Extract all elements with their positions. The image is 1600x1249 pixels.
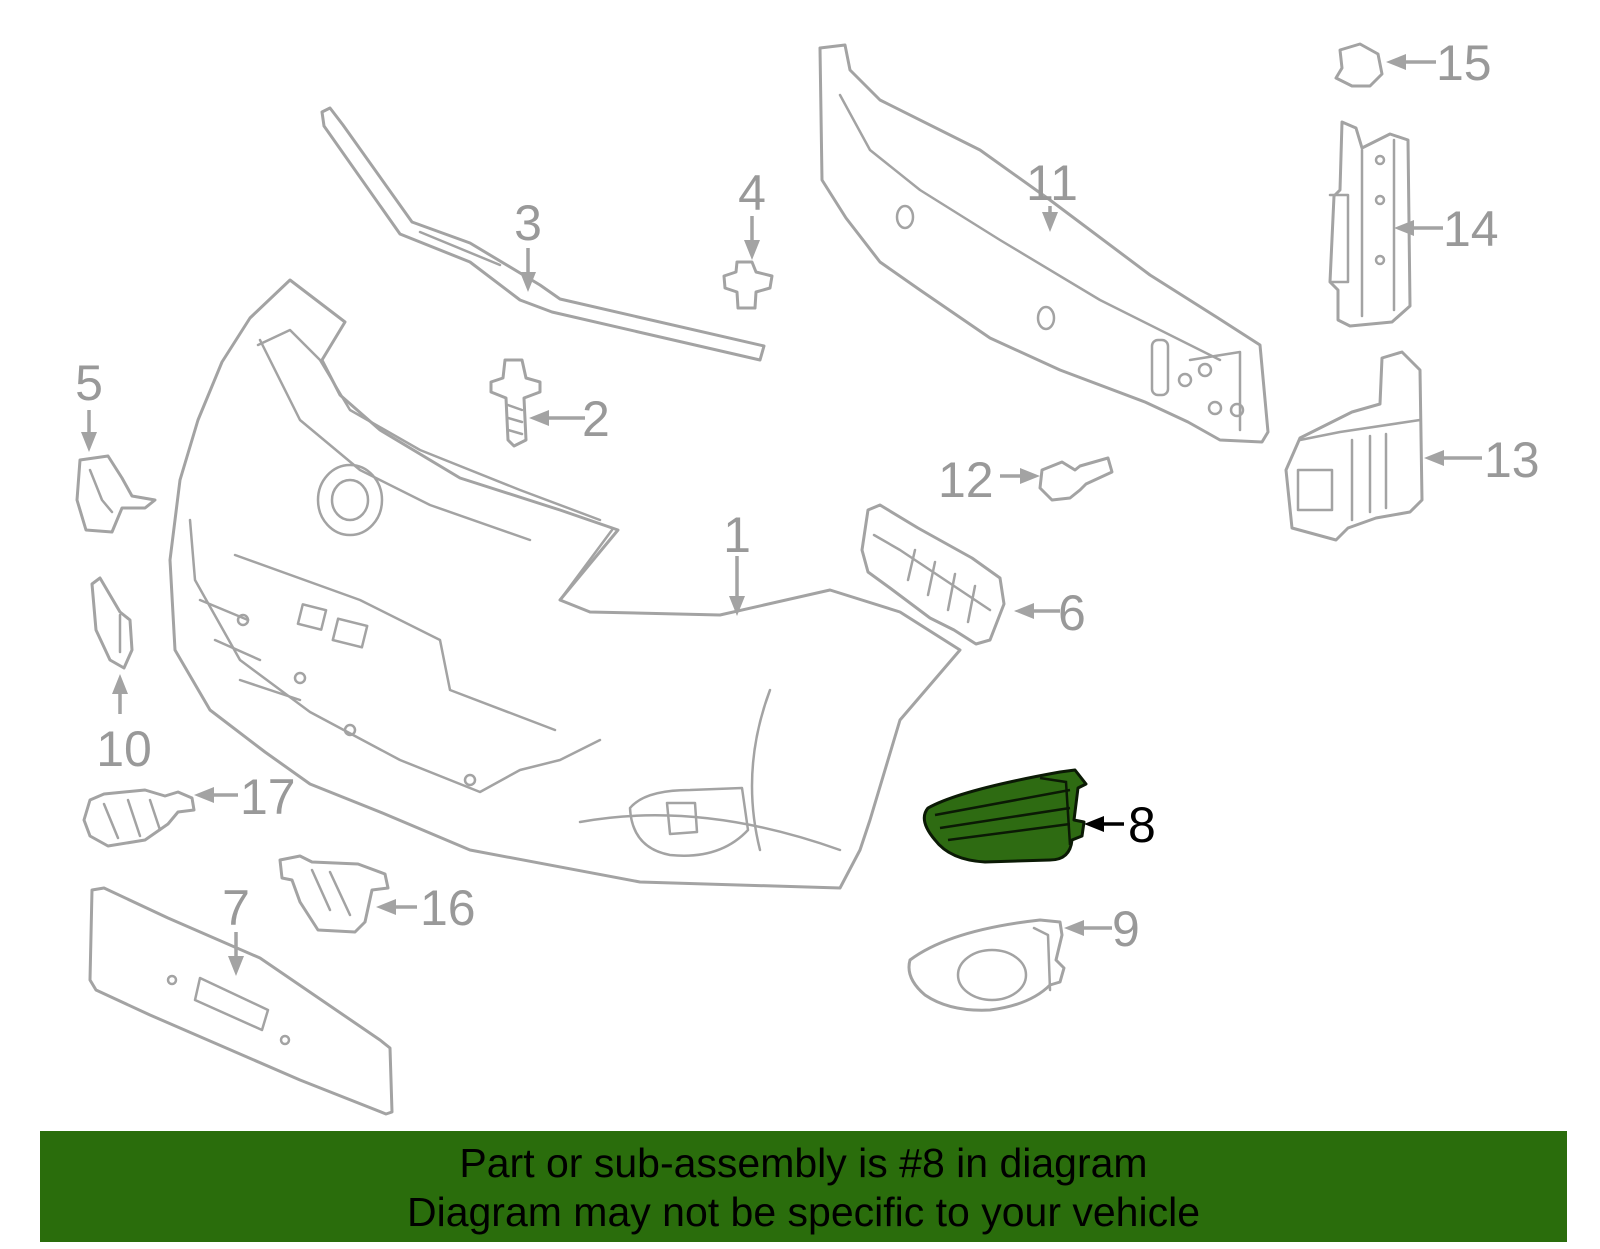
part-10-bracket (90, 576, 134, 670)
part-4-clip (722, 260, 774, 310)
callout-10: 10 (96, 721, 152, 777)
part-7-license-bracket (88, 886, 394, 1116)
callout-2: 2 (582, 391, 610, 447)
part-11-reinforcement (818, 43, 1270, 444)
callout-8: 8 (1128, 797, 1156, 853)
banner-line-1: Part or sub-assembly is #8 in diagram (459, 1140, 1148, 1186)
part-12-bolt (1038, 456, 1114, 502)
callout-15: 15 (1436, 35, 1492, 91)
part-6-grille-insert (860, 503, 1006, 646)
callout-7: 7 (222, 880, 250, 936)
callout-17: 17 (240, 769, 296, 825)
callout-13: 13 (1484, 432, 1540, 488)
part-14-bracket (1328, 120, 1412, 328)
part-8-fog-cover-highlighted (922, 768, 1088, 864)
callout-labels: 1 2 3 4 5 6 7 8 9 10 11 12 13 14 15 16 1… (75, 35, 1540, 957)
part-13-absorber (1284, 350, 1424, 542)
callout-9: 9 (1112, 901, 1140, 957)
part-9-fog-bezel (907, 918, 1066, 1012)
callout-12: 12 (938, 452, 994, 508)
part-15-cap (1334, 42, 1384, 88)
part-2-rivet (489, 358, 542, 448)
callout-11: 11 (1026, 155, 1078, 211)
leader-8 (1084, 816, 1124, 832)
callout-16: 16 (420, 880, 476, 936)
part-5-bracket (75, 454, 157, 534)
part-1-bumper-cover (168, 278, 962, 890)
callout-14: 14 (1443, 201, 1499, 257)
banner-line-2: Diagram may not be specific to your vehi… (406, 1189, 1200, 1235)
callout-3: 3 (514, 195, 542, 251)
callout-4: 4 (738, 165, 766, 221)
info-banner: Part or sub-assembly is #8 in diagram Di… (40, 1131, 1567, 1242)
leader-lines (81, 54, 1482, 976)
callout-1: 1 (723, 507, 751, 563)
part-17-retainer (82, 788, 196, 848)
callout-5: 5 (75, 355, 103, 411)
part-3-molding (320, 106, 766, 362)
part-16-sensor-bracket (278, 854, 390, 934)
callout-6: 6 (1058, 585, 1086, 641)
